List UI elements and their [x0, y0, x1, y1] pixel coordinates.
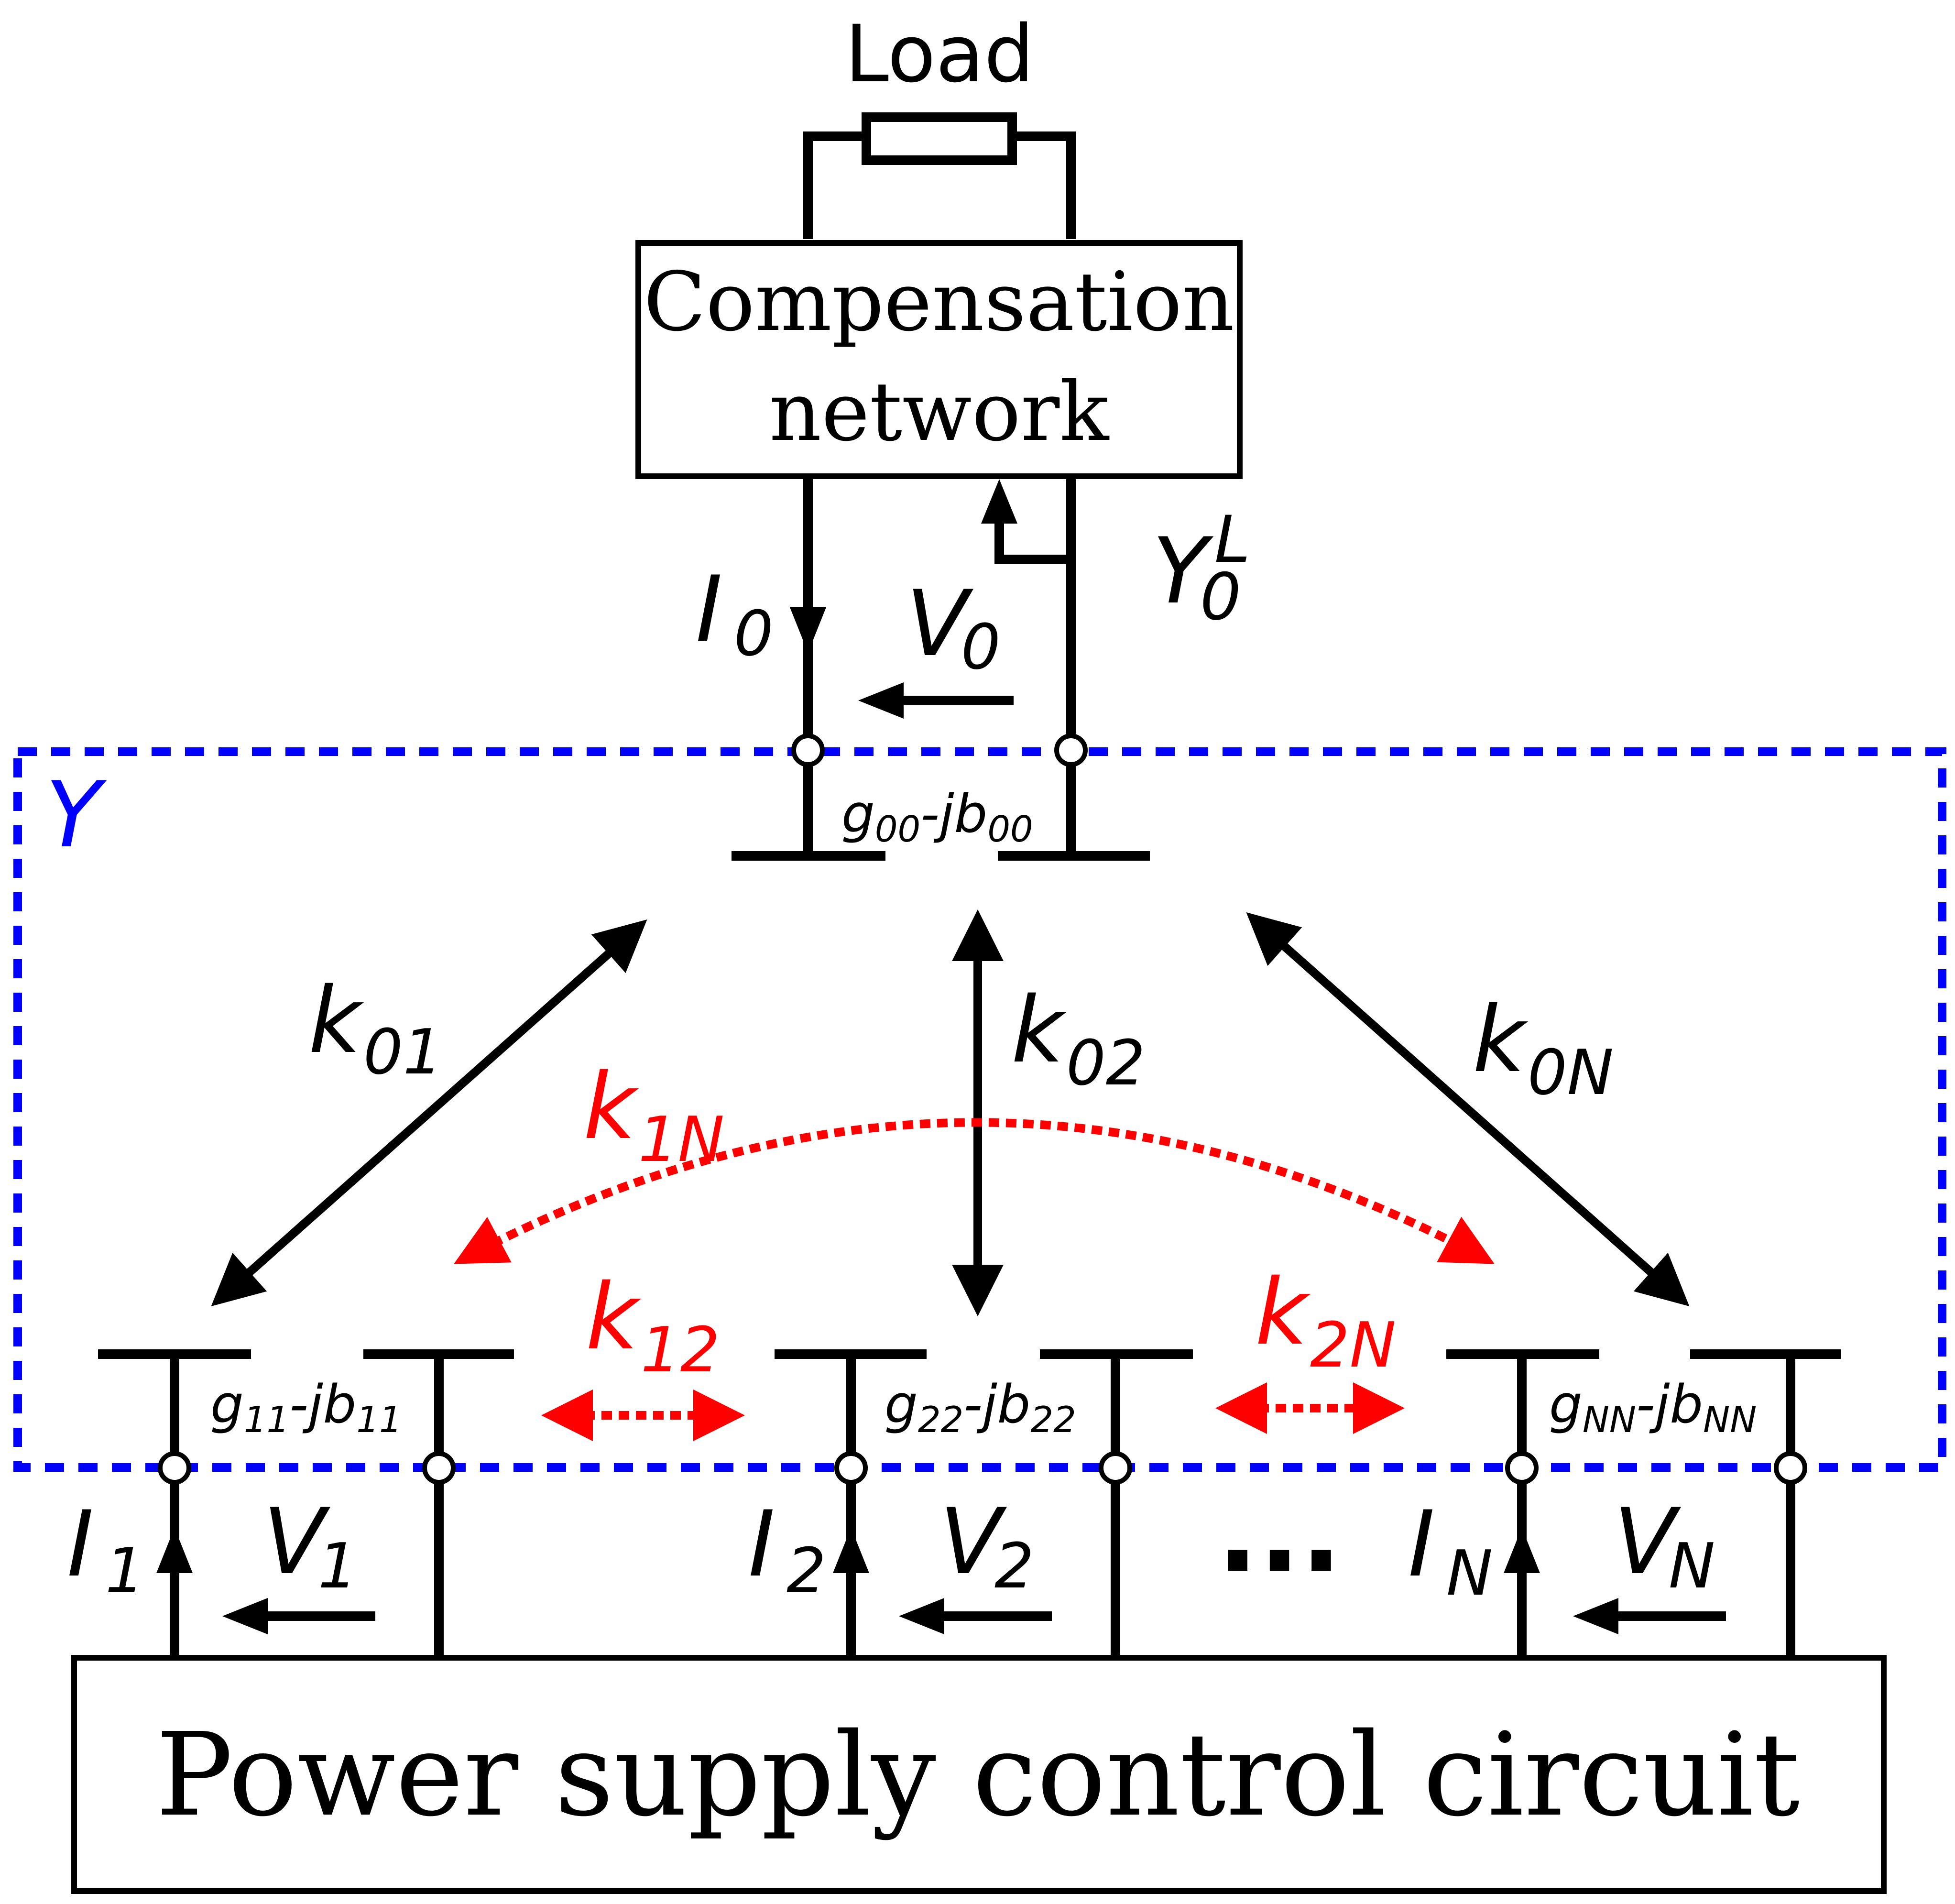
ellipsis: ...: [1217, 1469, 1342, 1597]
voltage-v0-sub: 0: [961, 611, 1001, 683]
current-i0-arrow: [790, 607, 826, 653]
admittance-y0l-arrow: [981, 479, 1071, 564]
self-admittance-22: g22-jb22: [885, 1374, 1076, 1441]
lower-port-terminals: [158, 1451, 1807, 1485]
port0-terminal-right: [1054, 733, 1088, 767]
voltage-v2-sub: 2: [994, 1530, 1034, 1602]
voltage-vN-arrow: [1573, 1598, 1726, 1634]
coupling-k1N-label: k: [583, 1054, 639, 1160]
coupling-k02-label: k: [1011, 977, 1067, 1083]
admittance-matrix-boundary: [13, 747, 1946, 1472]
voltage-v1-sub: 1: [318, 1530, 358, 1602]
voltage-v2-arrow: [899, 1598, 1052, 1634]
self-admittance-00: g00-jb00: [841, 783, 1033, 850]
voltage-v2-label: V: [939, 1489, 1007, 1595]
current-iN-sub: N: [1446, 1537, 1493, 1609]
admittance-matrix-label: Y: [45, 762, 107, 868]
compensation-network-label-line1: Compensation: [644, 255, 1234, 350]
current-iN-label: I: [1408, 1491, 1435, 1597]
coupling-k12-label: k: [586, 1264, 642, 1370]
coupling-k12-sub: 12: [641, 1313, 720, 1386]
coupling-k01-arrow: [211, 919, 647, 1306]
admittance-y0l-sup: L: [1214, 502, 1250, 577]
power-supply-label: Power supply control circuit: [156, 1708, 1800, 1842]
coupling-k02-sub: 02: [1066, 1027, 1145, 1099]
voltage-vN-sub: N: [1669, 1530, 1715, 1602]
current-i2-sub: 2: [786, 1534, 826, 1607]
current-i0-sub: 0: [734, 597, 774, 670]
load-resistor: [803, 112, 1076, 239]
current-i1-label: I: [67, 1491, 94, 1597]
voltage-v1-label: V: [263, 1489, 331, 1595]
coupling-k0N-sub: 0N: [1528, 1036, 1614, 1109]
voltage-v0-arrow: [858, 682, 1014, 719]
current-iN-arrow: [1504, 1528, 1540, 1573]
self-admittance-11: g11-jb11: [210, 1374, 402, 1441]
coupling-k2N-label: k: [1255, 1259, 1311, 1365]
load-label: Load: [845, 8, 1034, 100]
voltage-vN-label: V: [1614, 1489, 1682, 1595]
voltage-v0-label: V: [906, 571, 974, 677]
admittance-y0l-label: Y: [1152, 518, 1214, 624]
self-admittance-NN: gNN-jbNN: [1549, 1374, 1757, 1441]
coupling-k01-sub: 01: [363, 1016, 442, 1088]
coupling-k01-label: k: [308, 968, 364, 1073]
voltage-v1-arrow: [222, 1598, 375, 1634]
current-i1-sub: 1: [105, 1534, 145, 1607]
coupling-k1N-sub: 1N: [638, 1103, 724, 1176]
current-i2-arrow: [833, 1528, 869, 1573]
current-i1-arrow: [156, 1528, 193, 1573]
coupling-k0N-label: k: [1473, 987, 1529, 1093]
compensation-network-box: [635, 240, 1243, 479]
coupling-k0N-arrow: [1246, 912, 1690, 1306]
port0-wires: [732, 479, 1150, 861]
coupling-k2N-sub: 2N: [1310, 1309, 1396, 1381]
current-i2-label: I: [748, 1491, 775, 1597]
compensation-network-label-line2: network: [769, 365, 1110, 460]
current-i0-label: I: [696, 557, 722, 662]
port0-terminal-left: [791, 733, 825, 767]
power-supply-box: [71, 1655, 1887, 1894]
admittance-y0l-sub: 0: [1200, 559, 1241, 635]
coupling-k1N-arrow: [454, 1118, 1495, 1264]
